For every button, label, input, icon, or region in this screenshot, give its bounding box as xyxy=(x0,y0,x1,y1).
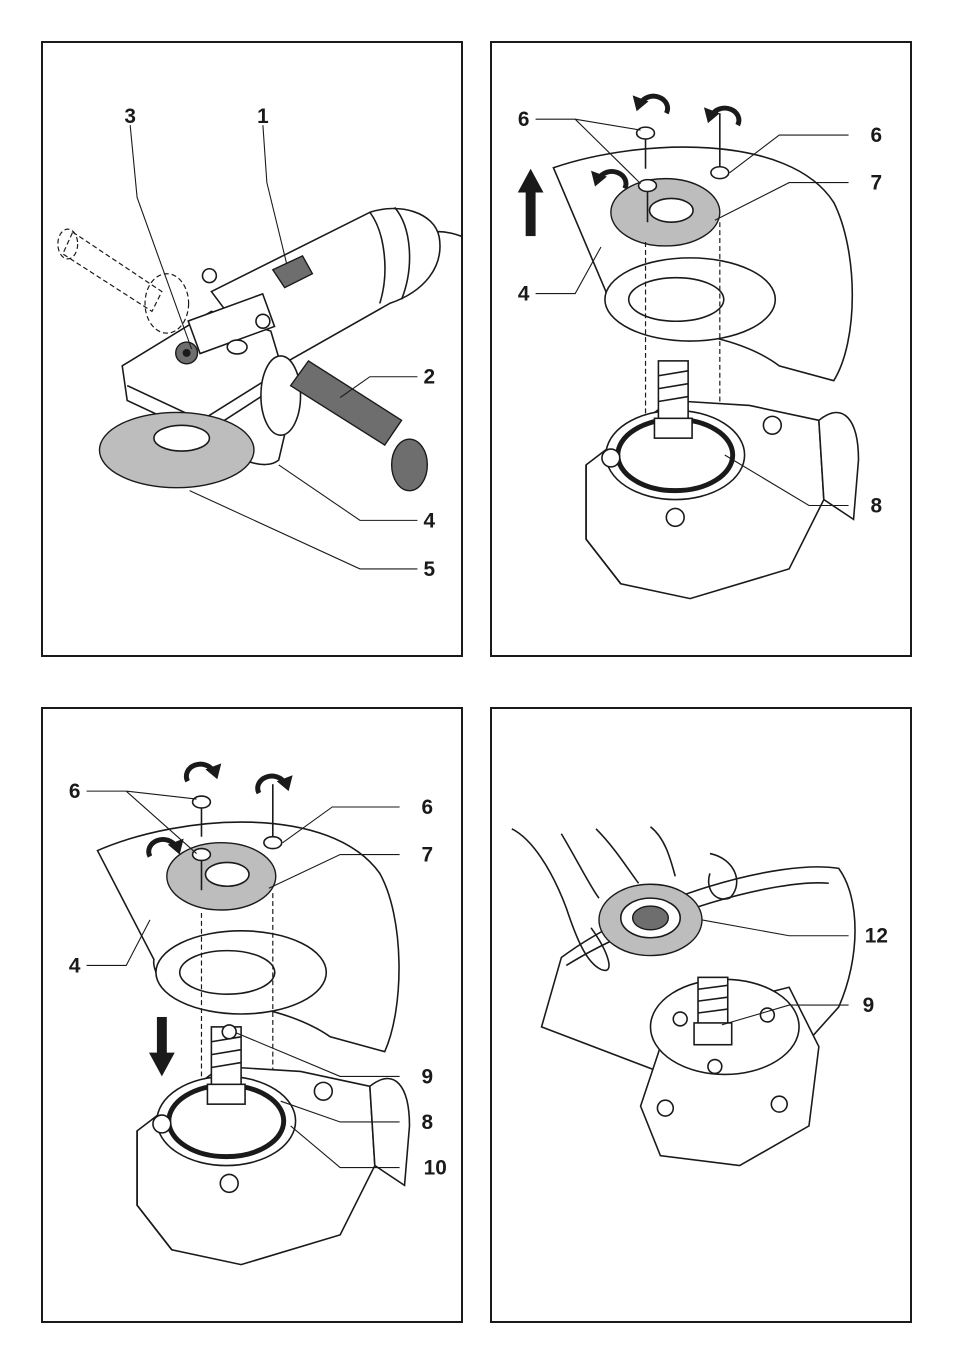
callout-4: 4 xyxy=(424,509,436,532)
flange-fitting-illustration: 12 9 xyxy=(492,709,910,1321)
up-arrow-icon xyxy=(518,169,544,236)
screw-right xyxy=(711,113,729,178)
clockwise-arrow-icon xyxy=(186,763,221,781)
callout-7: 7 xyxy=(871,172,883,195)
figure-panel-2: 6 6 7 4 8 xyxy=(490,41,912,657)
figure-panel-4: 12 9 xyxy=(490,707,912,1323)
figure-panel-3: 6 6 7 4 9 8 10 xyxy=(41,707,463,1323)
callout-4: 4 xyxy=(518,282,530,305)
callout-6-right: 6 xyxy=(871,124,883,147)
callout-6-left: 6 xyxy=(518,108,530,131)
figure-panel-1: 3 1 2 4 5 xyxy=(41,41,463,657)
guard-fitting-illustration: 6 6 7 4 9 8 10 xyxy=(43,709,461,1321)
callout-8: 8 xyxy=(871,494,883,517)
counterclockwise-arrow-icon xyxy=(704,107,739,125)
callout-1: 1 xyxy=(257,105,269,128)
callout-2: 2 xyxy=(424,366,436,389)
callout-4: 4 xyxy=(69,954,81,977)
callout-3: 3 xyxy=(124,105,136,128)
clockwise-arrow-icon xyxy=(258,775,293,793)
guard-removal-illustration: 6 6 7 4 8 xyxy=(492,43,910,655)
angle-grinder-illustration: 3 1 2 4 5 xyxy=(43,43,461,655)
callout-9: 9 xyxy=(422,1065,434,1088)
callout-9: 9 xyxy=(863,994,875,1017)
callout-6-right: 6 xyxy=(422,796,434,819)
counterclockwise-arrow-icon xyxy=(633,95,668,113)
callout-10: 10 xyxy=(424,1156,447,1179)
callout-7: 7 xyxy=(422,843,434,866)
callout-5: 5 xyxy=(424,558,436,581)
callout-12: 12 xyxy=(865,925,888,948)
down-arrow-icon xyxy=(149,1017,175,1076)
callout-8: 8 xyxy=(422,1111,434,1134)
callout-6-left: 6 xyxy=(69,780,81,803)
